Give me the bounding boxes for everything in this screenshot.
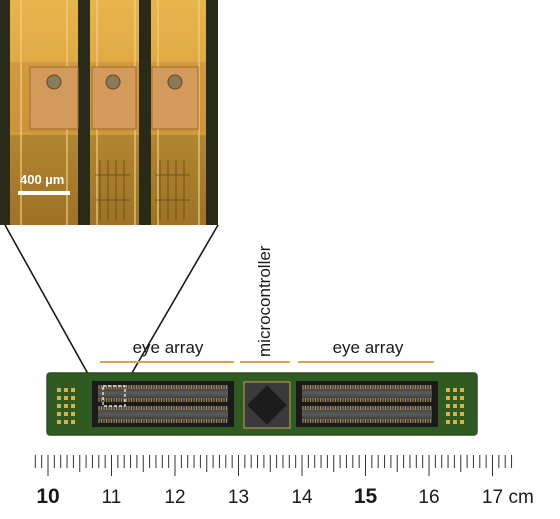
svg-text:eye array: eye array (333, 338, 404, 357)
eye-array-right-chip (296, 381, 438, 427)
pixel-pad-2 (91, 66, 137, 130)
pixel-pad-3 (151, 66, 199, 130)
ruler-label-13: 13 (228, 487, 249, 508)
label-microcontroller: microcontroller (240, 245, 290, 363)
ruler-labels: 10 11 12 13 14 15 16 17 cm (36, 485, 534, 508)
eye-array-left-chip (92, 381, 234, 427)
ruler-label-12: 12 (164, 487, 185, 508)
svg-text:eye array: eye array (133, 338, 204, 357)
label-eye-array-right: eye array (298, 338, 434, 363)
inset-marker (102, 385, 126, 407)
left-contact-pads (57, 388, 75, 424)
pcb-board (46, 372, 478, 436)
ruler-label-15: 15 (354, 485, 378, 508)
micrograph-inset: 400 µm (0, 0, 218, 225)
pixel-pad-1 (29, 66, 79, 130)
label-eye-array-left: eye array (100, 338, 234, 363)
ruler-ticks (34, 455, 513, 476)
right-contact-pads (446, 388, 464, 424)
ruler-label-11: 11 (102, 487, 122, 508)
ruler-label-14: 14 (291, 487, 313, 508)
ruler-label-16: 16 (418, 487, 439, 508)
microcontroller-chip (243, 381, 291, 429)
ruler: 10 11 12 13 14 15 16 17 cm (34, 455, 534, 508)
ruler-unit: cm (509, 487, 534, 508)
scale-bar-label: 400 µm (20, 172, 64, 187)
svg-text:microcontroller: microcontroller (255, 245, 274, 357)
scale-bar: 400 µm (18, 172, 70, 195)
zoom-lines (4, 224, 219, 391)
ruler-label-17: 17 (482, 487, 503, 508)
ruler-label-10: 10 (36, 485, 59, 508)
